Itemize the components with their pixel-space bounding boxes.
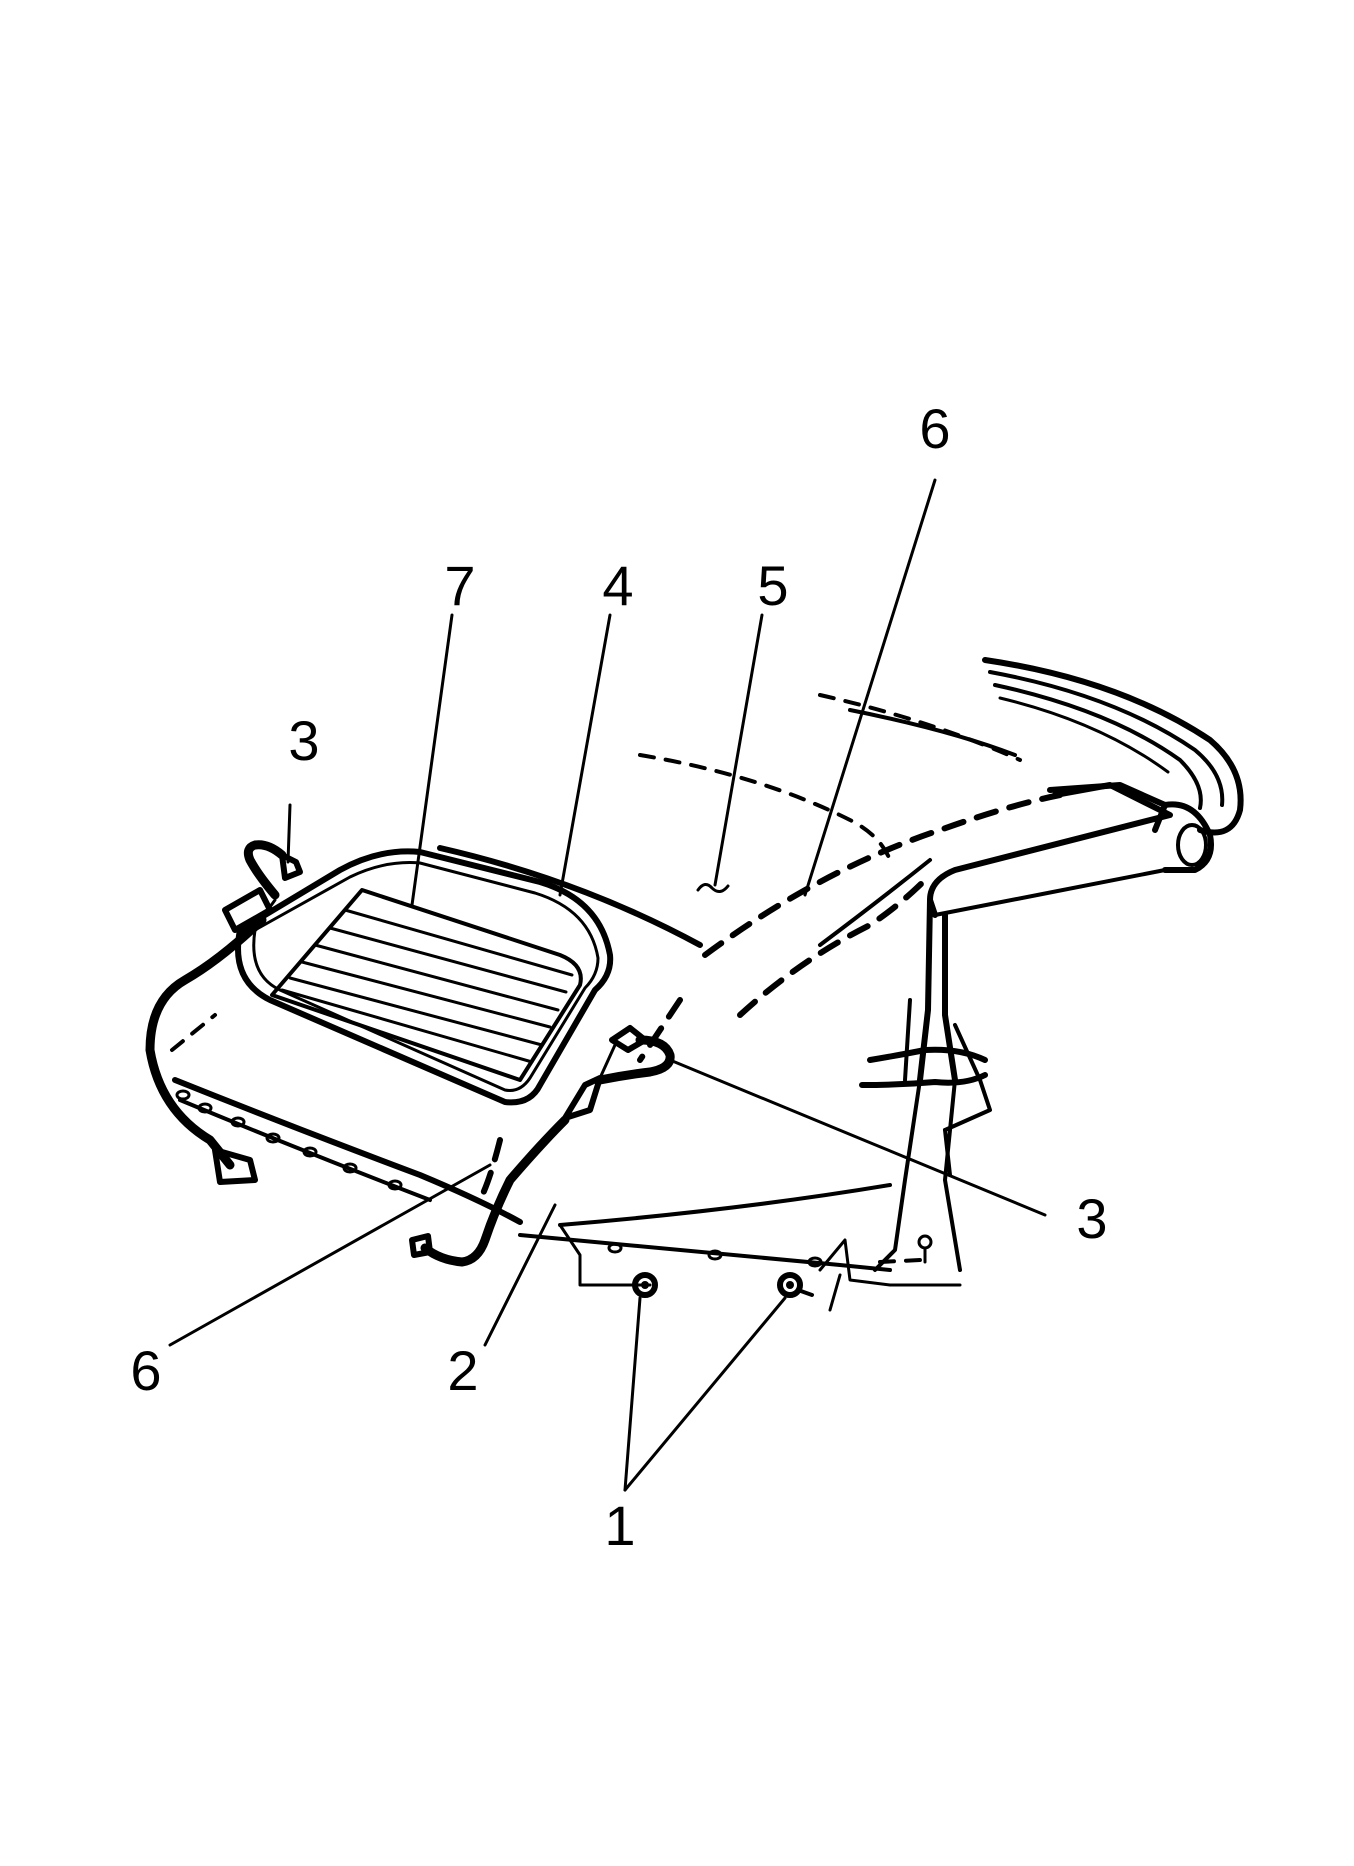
leader-1a xyxy=(623,1296,642,1492)
callout-7: 7 xyxy=(444,554,475,617)
rear-window-glass xyxy=(235,848,614,1106)
defogger-harness-right xyxy=(409,1025,675,1267)
callout-3-left: 3 xyxy=(288,709,319,772)
leader-3-right xyxy=(668,1058,1047,1217)
tack-strip-holes xyxy=(175,1089,823,1268)
bolts xyxy=(632,1272,814,1298)
leader-3-left xyxy=(286,803,292,864)
callout-6-top: 6 xyxy=(919,397,950,460)
leader-4 xyxy=(558,613,612,897)
bolt-left xyxy=(632,1272,658,1298)
callout-labels: 6 7 4 5 3 3 6 2 1 xyxy=(130,397,1107,1557)
callout-6-bottom: 6 xyxy=(130,1339,161,1402)
callout-1: 1 xyxy=(604,1494,635,1557)
leader-1b xyxy=(623,1296,787,1492)
callout-2: 2 xyxy=(447,1339,478,1402)
callout-5: 5 xyxy=(757,554,788,617)
leader-5 xyxy=(713,613,764,887)
bolt-right xyxy=(777,1272,814,1298)
callout-3-right: 3 xyxy=(1076,1187,1107,1250)
top-frame-bows xyxy=(477,792,1063,1203)
defogger-harness-left xyxy=(145,840,303,1185)
convertible-top-fabric xyxy=(437,693,1022,948)
side-rail-frame xyxy=(927,657,1244,918)
body-belt-line xyxy=(170,1013,962,1312)
leader-6-bottom xyxy=(168,1163,492,1347)
callout-4: 4 xyxy=(602,554,633,617)
defogger-grid-lines xyxy=(280,908,574,1064)
leader-7 xyxy=(410,613,454,907)
leader-2 xyxy=(483,1203,557,1347)
leader-lines xyxy=(168,478,1047,1492)
top-linkage-pillar xyxy=(859,897,992,1272)
leader-6-top xyxy=(803,478,937,897)
